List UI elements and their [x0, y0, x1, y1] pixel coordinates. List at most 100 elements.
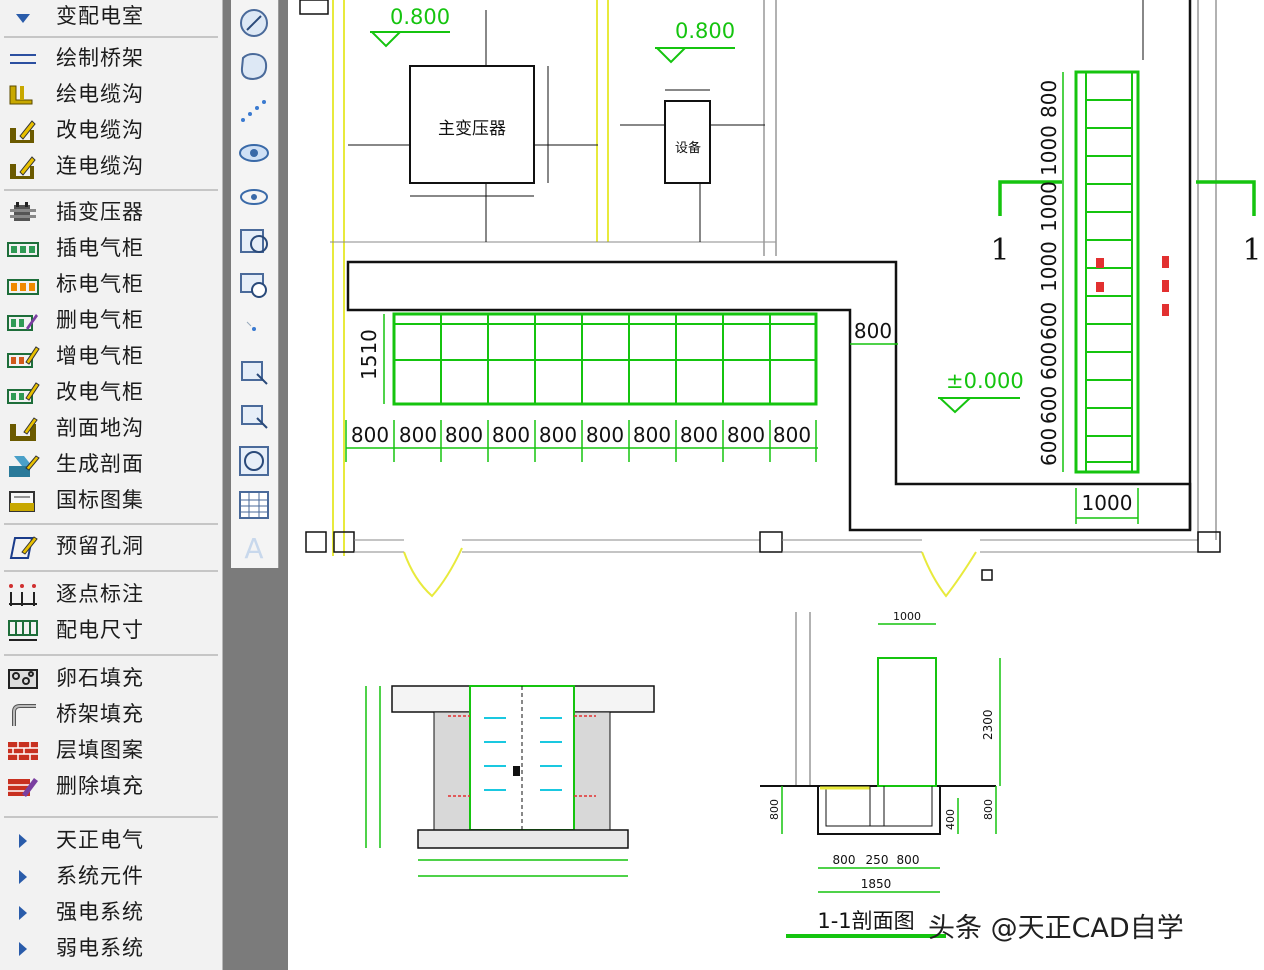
view-toolbar: A	[231, 0, 279, 568]
sidebar-item-label: 逐点标注	[56, 582, 144, 606]
sidebar-item-label: 绘电缆沟	[56, 82, 144, 106]
sidebar-item-label: 标电气柜	[56, 272, 144, 296]
sidebar-category-weak-current-system[interactable]: 弱电系统	[0, 932, 222, 966]
sidebar-category-system-components[interactable]: 系统元件	[0, 860, 222, 894]
sidebar-item-label-cabinet[interactable]: 标电气柜	[0, 268, 222, 302]
svg-text:1: 1	[990, 233, 1009, 268]
cable-trench-icon	[9, 85, 33, 105]
drawing-canvas[interactable]: 0.800 0.800 主变压器 设备	[288, 0, 1264, 970]
section-bottom-dim: 800	[833, 853, 856, 867]
trench-segment-dim: 600	[1037, 428, 1061, 466]
label-cabinet-icon	[7, 279, 39, 295]
sidebar-item-draw-trench[interactable]: 绘电缆沟	[0, 78, 222, 112]
sidebar-item-insert-cabinet[interactable]: 插电气柜	[0, 232, 222, 266]
sidebar-item-delete-fill[interactable]: 删除填充	[0, 770, 222, 804]
sidebar-item-label: 国标图集	[56, 488, 144, 512]
chevron-down-icon	[16, 14, 30, 23]
select-add-icon[interactable]	[235, 354, 273, 392]
sidebar-item-label: 删电气柜	[56, 308, 144, 332]
svg-text:0.800: 0.800	[675, 19, 735, 43]
sidebar-header-label: 变配电室	[56, 4, 144, 28]
circle-view-icon[interactable]	[235, 442, 273, 480]
sidebar-divider	[4, 654, 218, 656]
transformer-block[interactable]: 主变压器	[348, 10, 598, 242]
sidebar-item-label: 增电气柜	[56, 344, 144, 368]
section-1-1-detail[interactable]: 1000 2300 800 400 800 800 250 800 1850 1…	[760, 610, 1001, 938]
cabinet-depth-dim: 1510	[357, 329, 381, 380]
table-icon[interactable]	[235, 486, 273, 524]
trench-width-dim: 1000	[1082, 491, 1133, 515]
text-icon[interactable]: A	[235, 528, 273, 566]
sidebar-item-edit-cabinet[interactable]: 改电气柜	[0, 376, 222, 410]
sidebar-category-label: 系统元件	[56, 864, 144, 888]
sidebar-item-label: 插电气柜	[56, 236, 144, 260]
section-top-dim: 1000	[893, 610, 921, 623]
svg-text:0.800: 0.800	[390, 5, 450, 29]
sidebar-category-label: 强电系统	[56, 900, 144, 924]
cable-tray-icon	[10, 54, 36, 64]
cabinet-icon	[7, 242, 39, 257]
sidebar-item-tray-fill[interactable]: 桥架填充	[0, 698, 222, 732]
sidebar-item-layer-fill-pattern[interactable]: 层填图案	[0, 734, 222, 768]
pebble-fill-icon	[8, 669, 38, 689]
section-side-dim-right: 800	[982, 799, 995, 820]
sidebar-item-label: 插变压器	[56, 200, 144, 224]
sidebar-item-add-cabinet[interactable]: 增电气柜	[0, 340, 222, 374]
distribution-dims-icon	[8, 620, 38, 641]
sidebar-item-national-atlas[interactable]: 国标图集	[0, 484, 222, 518]
sidebar-item-label: 卵石填充	[56, 666, 144, 690]
view-rotate-icon[interactable]	[235, 134, 273, 172]
transformer-icon	[10, 202, 36, 221]
sidebar-category-power-system[interactable]: 强电系统	[0, 896, 222, 930]
sidebar-item-insert-transformer[interactable]: 插变压器	[0, 196, 222, 230]
sidebar-item-label: 剖面地沟	[56, 416, 144, 440]
sidebar-category-tangent-electric[interactable]: 天正电气	[0, 824, 222, 858]
sidebar-item-section-trench[interactable]: 剖面地沟	[0, 412, 222, 446]
cabinet-width-dim: 800	[680, 423, 718, 447]
sidebar-item-pebble-fill[interactable]: 卵石填充	[0, 662, 222, 696]
sidebar-item-edit-trench[interactable]: 改电缆沟	[0, 114, 222, 148]
sidebar-item-draw-tray[interactable]: 绘制桥架	[0, 42, 222, 76]
section-bottom-dim: 250	[866, 853, 889, 867]
elevation-mark-top-left: 0.800	[370, 5, 450, 48]
sidebar-item-distribution-dims[interactable]: 配电尺寸	[0, 614, 222, 648]
trench-segment-dim: 1000	[1037, 181, 1061, 232]
sidebar-divider	[4, 570, 218, 572]
refresh-view-icon[interactable]	[235, 222, 273, 260]
cabinet-width-dim: 800	[351, 423, 389, 447]
sidebar-item-generate-section[interactable]: 生成剖面	[0, 448, 222, 482]
cabinet-width-dim: 800	[445, 423, 483, 447]
sidebar-item-delete-cabinet[interactable]: 删电气柜	[0, 304, 222, 338]
cabinet-row[interactable]	[392, 312, 818, 406]
measure-icon[interactable]	[235, 4, 273, 42]
section-trench-icon	[10, 417, 38, 441]
sidebar-header-substation[interactable]: 变配电室	[0, 0, 222, 34]
cabinet-width-dim: 800	[399, 423, 437, 447]
cabinet-width-dim: 800	[727, 423, 765, 447]
cable-trench-vertical[interactable]	[1074, 70, 1169, 474]
zoom-window-icon[interactable]	[235, 266, 273, 304]
trench-segment-dim: 800	[1037, 80, 1061, 118]
sidebar-category-label: 天正电气	[56, 828, 144, 852]
equipment-box[interactable]: 设备	[620, 89, 765, 242]
trench-segment-dim: 600	[1037, 302, 1061, 340]
delete-fill-icon	[8, 778, 38, 797]
atlas-book-icon	[9, 491, 35, 512]
sidebar-category-label: 弱电系统	[56, 936, 144, 960]
select-region-icon[interactable]	[235, 398, 273, 436]
dotted-line-icon[interactable]	[235, 92, 273, 130]
trench-section-detail-left[interactable]	[365, 685, 655, 877]
section-total-dim: 1850	[861, 877, 892, 891]
sidebar-item-label: 绘制桥架	[56, 46, 144, 70]
edit-cabinet-icon	[7, 382, 40, 404]
region-icon[interactable]	[235, 48, 273, 86]
view-orbit-icon[interactable]	[235, 178, 273, 216]
point-icon[interactable]	[235, 310, 273, 348]
sidebar-item-label: 删除填充	[56, 774, 144, 798]
section-height-dim: 2300	[981, 709, 995, 740]
sidebar-item-reserve-hole[interactable]: 预留孔洞	[0, 530, 222, 564]
delete-cabinet-icon	[7, 314, 38, 331]
sidebar-item-point-annotation[interactable]: 逐点标注	[0, 578, 222, 612]
section-bottom-dim: 800	[897, 853, 920, 867]
sidebar-item-connect-trench[interactable]: 连电缆沟	[0, 150, 222, 184]
